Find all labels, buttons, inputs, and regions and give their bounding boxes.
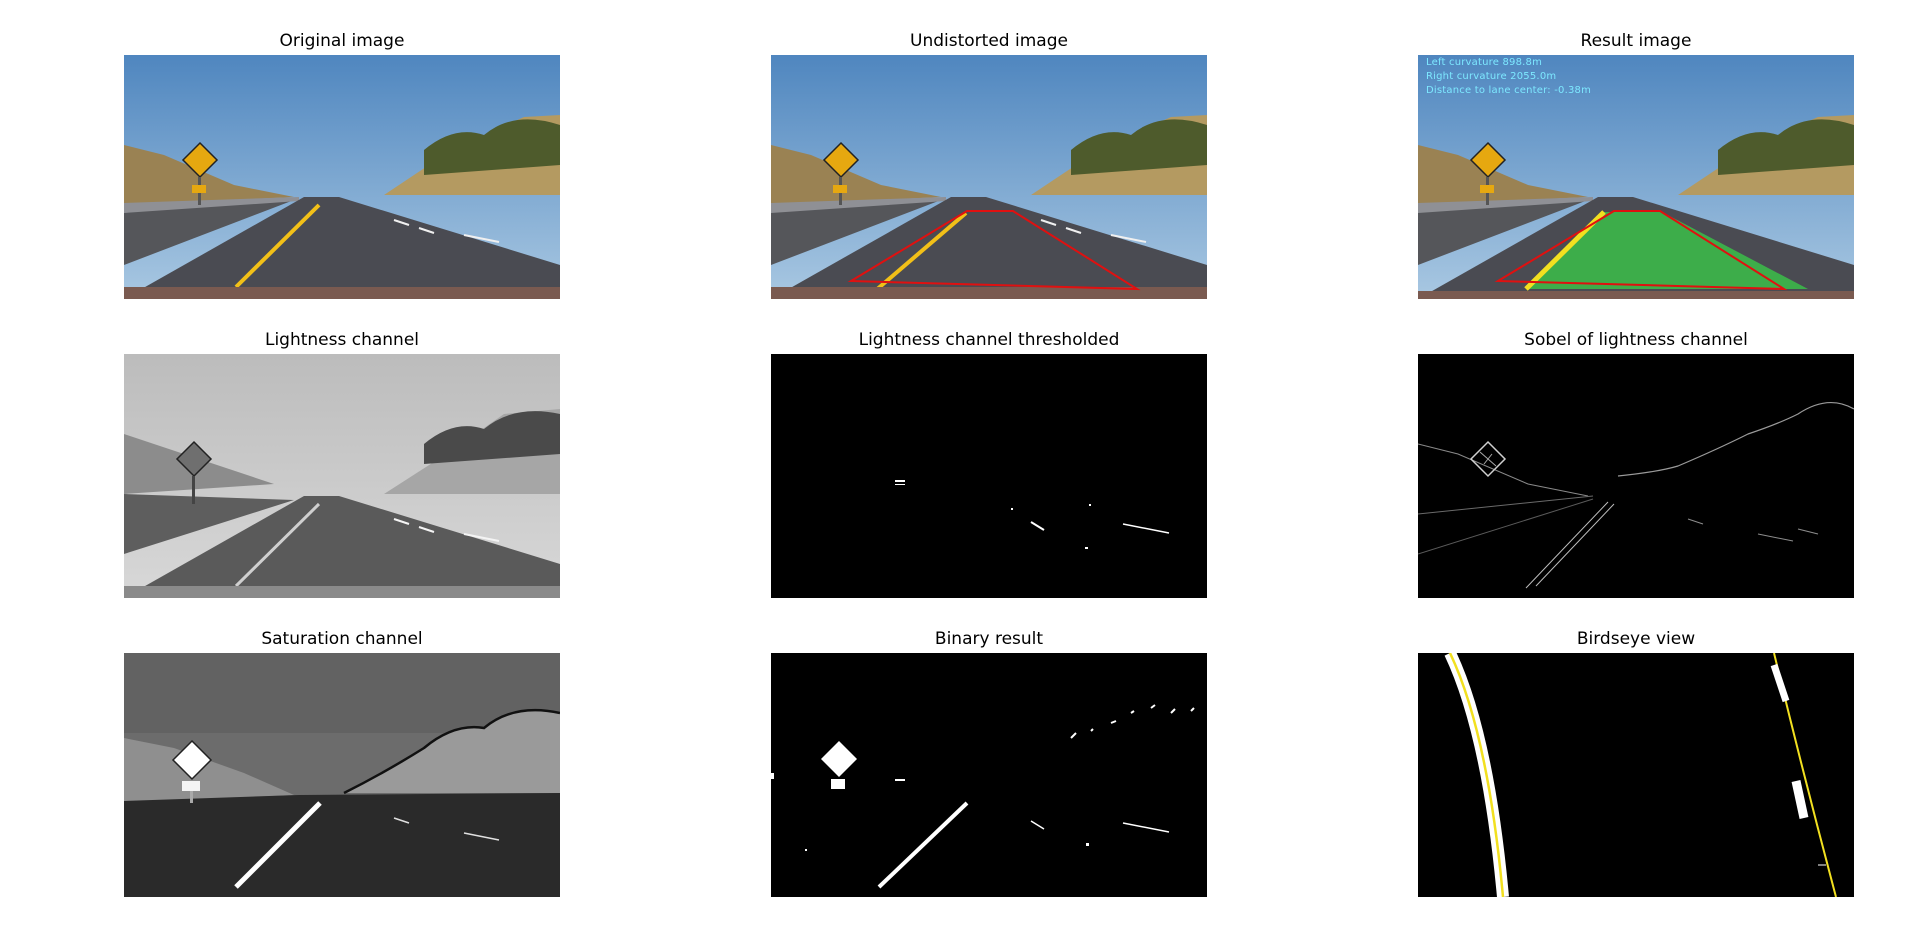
road-photo-original [124,55,560,299]
lane-center-distance-text: Distance to lane center: -0.38m [1426,85,1592,96]
panel-title: Binary result [934,629,1044,649]
road-photo-result: Left curvature 898.8m Right curvature 20… [1418,55,1854,299]
sobel-edge-image [1418,354,1854,598]
panel-title: Sobel of lightness channel [1524,330,1748,350]
panel-title: Saturation channel [261,629,423,649]
road-photo-undistorted [771,55,1207,299]
panel-title: Original image [279,31,405,51]
panel-title: Result image [1580,31,1692,51]
right-curvature-text: Right curvature 2055.0m [1426,71,1557,82]
panel-title: Birdseye view [1576,629,1696,649]
binary-result-image [771,653,1207,897]
panel-title: Undistorted image [910,31,1068,51]
thresholded-binary-image [771,354,1207,598]
birdseye-warped-image [1418,653,1854,897]
panel-title: Lightness channel thresholded [858,330,1120,350]
panel-title: Lightness channel [264,330,420,350]
grayscale-saturation-image [124,653,560,897]
grayscale-lightness-image [124,354,560,598]
left-curvature-text: Left curvature 898.8m [1426,57,1543,68]
